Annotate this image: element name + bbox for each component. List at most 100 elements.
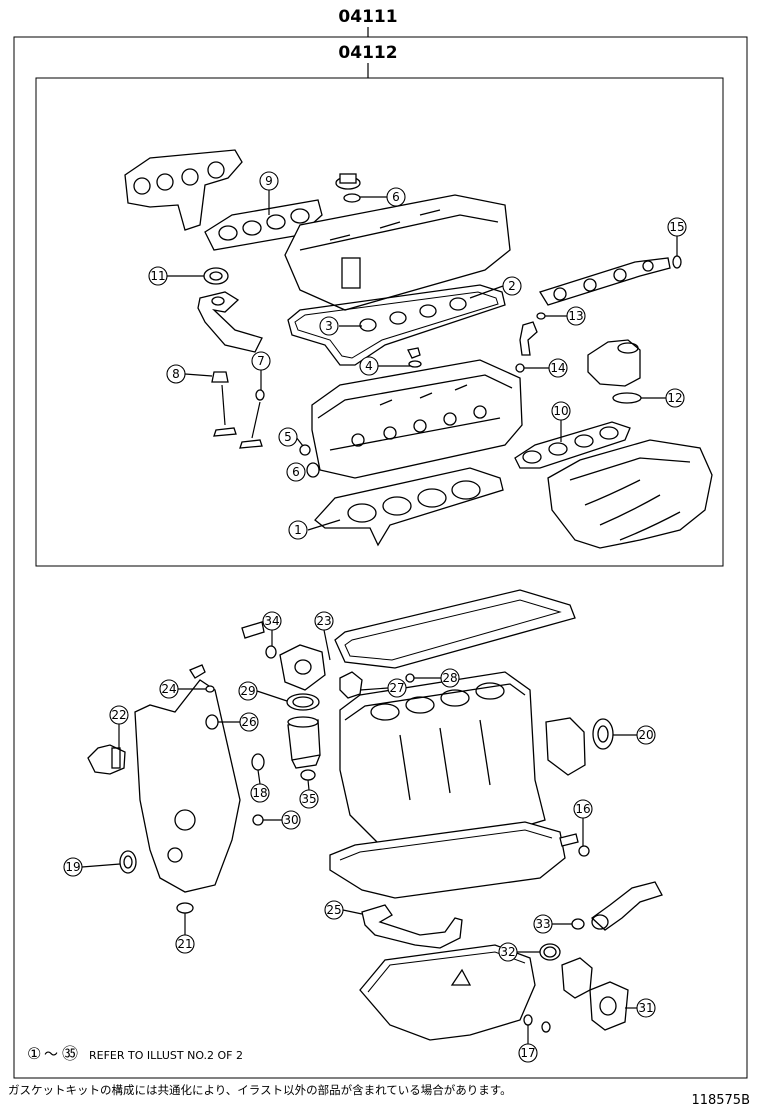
- callout-18: 18: [250, 783, 270, 803]
- seal-18: [251, 753, 265, 771]
- svg-text:19: 19: [65, 860, 80, 874]
- svg-text:1: 1: [294, 523, 302, 537]
- callout-31: 31: [636, 998, 656, 1018]
- callout-35: 35: [299, 789, 319, 809]
- svg-text:12: 12: [667, 391, 682, 405]
- seal-5: [299, 444, 311, 456]
- head-cover-gasket: [287, 284, 506, 366]
- callout-14: 14: [548, 358, 568, 378]
- callout-28: 28: [440, 668, 460, 688]
- note-range-end: ㉟: [62, 1044, 78, 1063]
- footer-japanese-note: ガスケットキットの構成には共通化により、イラスト以外の部品が含まれている場合があ…: [8, 1083, 512, 1097]
- gasket-21: [176, 902, 194, 914]
- outer-kit-frame: [13, 36, 748, 1079]
- callout-15: 15: [667, 217, 687, 237]
- callout-13: 13: [566, 306, 586, 326]
- svg-text:32: 32: [500, 945, 515, 959]
- callout-24: 24: [159, 679, 179, 699]
- rear-oil-seal: [592, 718, 614, 750]
- callout-27: 27: [387, 678, 407, 698]
- svg-text:20: 20: [638, 728, 653, 742]
- gasket-12: [612, 392, 642, 404]
- svg-text:4: 4: [365, 359, 373, 373]
- washer-34: [265, 645, 277, 659]
- callout-10: 10: [551, 401, 571, 421]
- intake-manifold: [547, 439, 713, 549]
- note-text: REFER TO ILLUST NO.2 OF 2: [89, 1049, 243, 1062]
- callout-17: 17: [518, 1043, 538, 1063]
- svg-text:35: 35: [301, 792, 316, 806]
- camshaft: [539, 257, 671, 306]
- callout-22: 22: [109, 705, 129, 725]
- timing-chain-cover: [134, 679, 241, 893]
- svg-text:28: 28: [442, 671, 457, 685]
- note-range-start: ①: [27, 1044, 41, 1063]
- cylinder-block: [339, 671, 546, 856]
- intake-valve: [213, 384, 237, 437]
- callout-20: 20: [636, 725, 656, 745]
- oil-strainer: [361, 904, 463, 949]
- kit-outer-code: 04111: [338, 7, 397, 27]
- svg-text:10: 10: [553, 404, 568, 418]
- callout-4: 4: [359, 356, 379, 376]
- water-inlet-housing: [589, 981, 629, 1031]
- svg-text:24: 24: [161, 682, 176, 696]
- water-outlet-housing: [587, 339, 641, 387]
- callout-25: 25: [324, 900, 344, 920]
- svg-text:34: 34: [264, 614, 279, 628]
- o-ring-30: [252, 814, 264, 826]
- svg-text:2: 2: [508, 279, 516, 293]
- svg-text:11: 11: [150, 269, 165, 283]
- o-ring-35: [300, 769, 316, 781]
- callout-16: 16: [573, 799, 593, 819]
- callout-33: 33: [533, 914, 553, 934]
- leader-lines: [81, 190, 678, 1044]
- callout-23: 23: [314, 611, 334, 631]
- callout-32: 32: [498, 942, 518, 962]
- callout-6-lower: 6: [286, 462, 306, 482]
- thermostat-gasket: [539, 943, 561, 961]
- svg-text:23: 23: [316, 614, 331, 628]
- svg-text:29: 29: [240, 684, 255, 698]
- callout-2: 2: [502, 276, 522, 296]
- svg-text:26: 26: [241, 715, 256, 729]
- svg-text:15: 15: [669, 220, 684, 234]
- camshaft-seal: [672, 255, 682, 269]
- refer-note: ① ～ ㉟ REFER TO ILLUST NO.2 OF 2: [27, 1044, 243, 1063]
- gasket-33: [571, 918, 585, 930]
- svg-text:21: 21: [177, 937, 192, 951]
- svg-text:8: 8: [172, 367, 180, 381]
- svg-text:17: 17: [520, 1046, 535, 1060]
- cylinder-head-cover: [284, 194, 511, 311]
- svg-text:31: 31: [638, 1001, 653, 1015]
- note-tilde: ～: [44, 1047, 58, 1063]
- callout-29: 29: [238, 681, 258, 701]
- svg-text:18: 18: [252, 786, 267, 800]
- thermostat: [561, 957, 593, 999]
- oil-filler-cap: [335, 173, 361, 203]
- gasket-23: [334, 589, 576, 669]
- seal-16: [578, 845, 590, 857]
- callout-26: 26: [239, 712, 259, 732]
- o-ring-13: [536, 312, 546, 320]
- callout-21: 21: [175, 934, 195, 954]
- valve-stem-seal-7: [255, 389, 265, 401]
- svg-text:13: 13: [568, 309, 583, 323]
- intake-manifold-gasket: [514, 421, 631, 469]
- bolt-16: [559, 833, 579, 847]
- exhaust-manifold-gasket: [204, 199, 323, 251]
- o-ring-14: [515, 363, 525, 373]
- svg-text:6: 6: [292, 465, 300, 479]
- svg-text:9: 9: [265, 174, 273, 188]
- svg-text:3: 3: [325, 319, 333, 333]
- exhaust-valve: [239, 401, 263, 449]
- svg-text:27: 27: [389, 681, 404, 695]
- cylinder-head: [311, 359, 523, 479]
- svg-text:5: 5: [284, 430, 292, 444]
- svg-text:7: 7: [257, 354, 265, 368]
- callout-19: 19: [63, 857, 83, 877]
- oil-filter: [287, 716, 321, 769]
- svg-text:25: 25: [326, 903, 341, 917]
- svg-text:33: 33: [535, 917, 550, 931]
